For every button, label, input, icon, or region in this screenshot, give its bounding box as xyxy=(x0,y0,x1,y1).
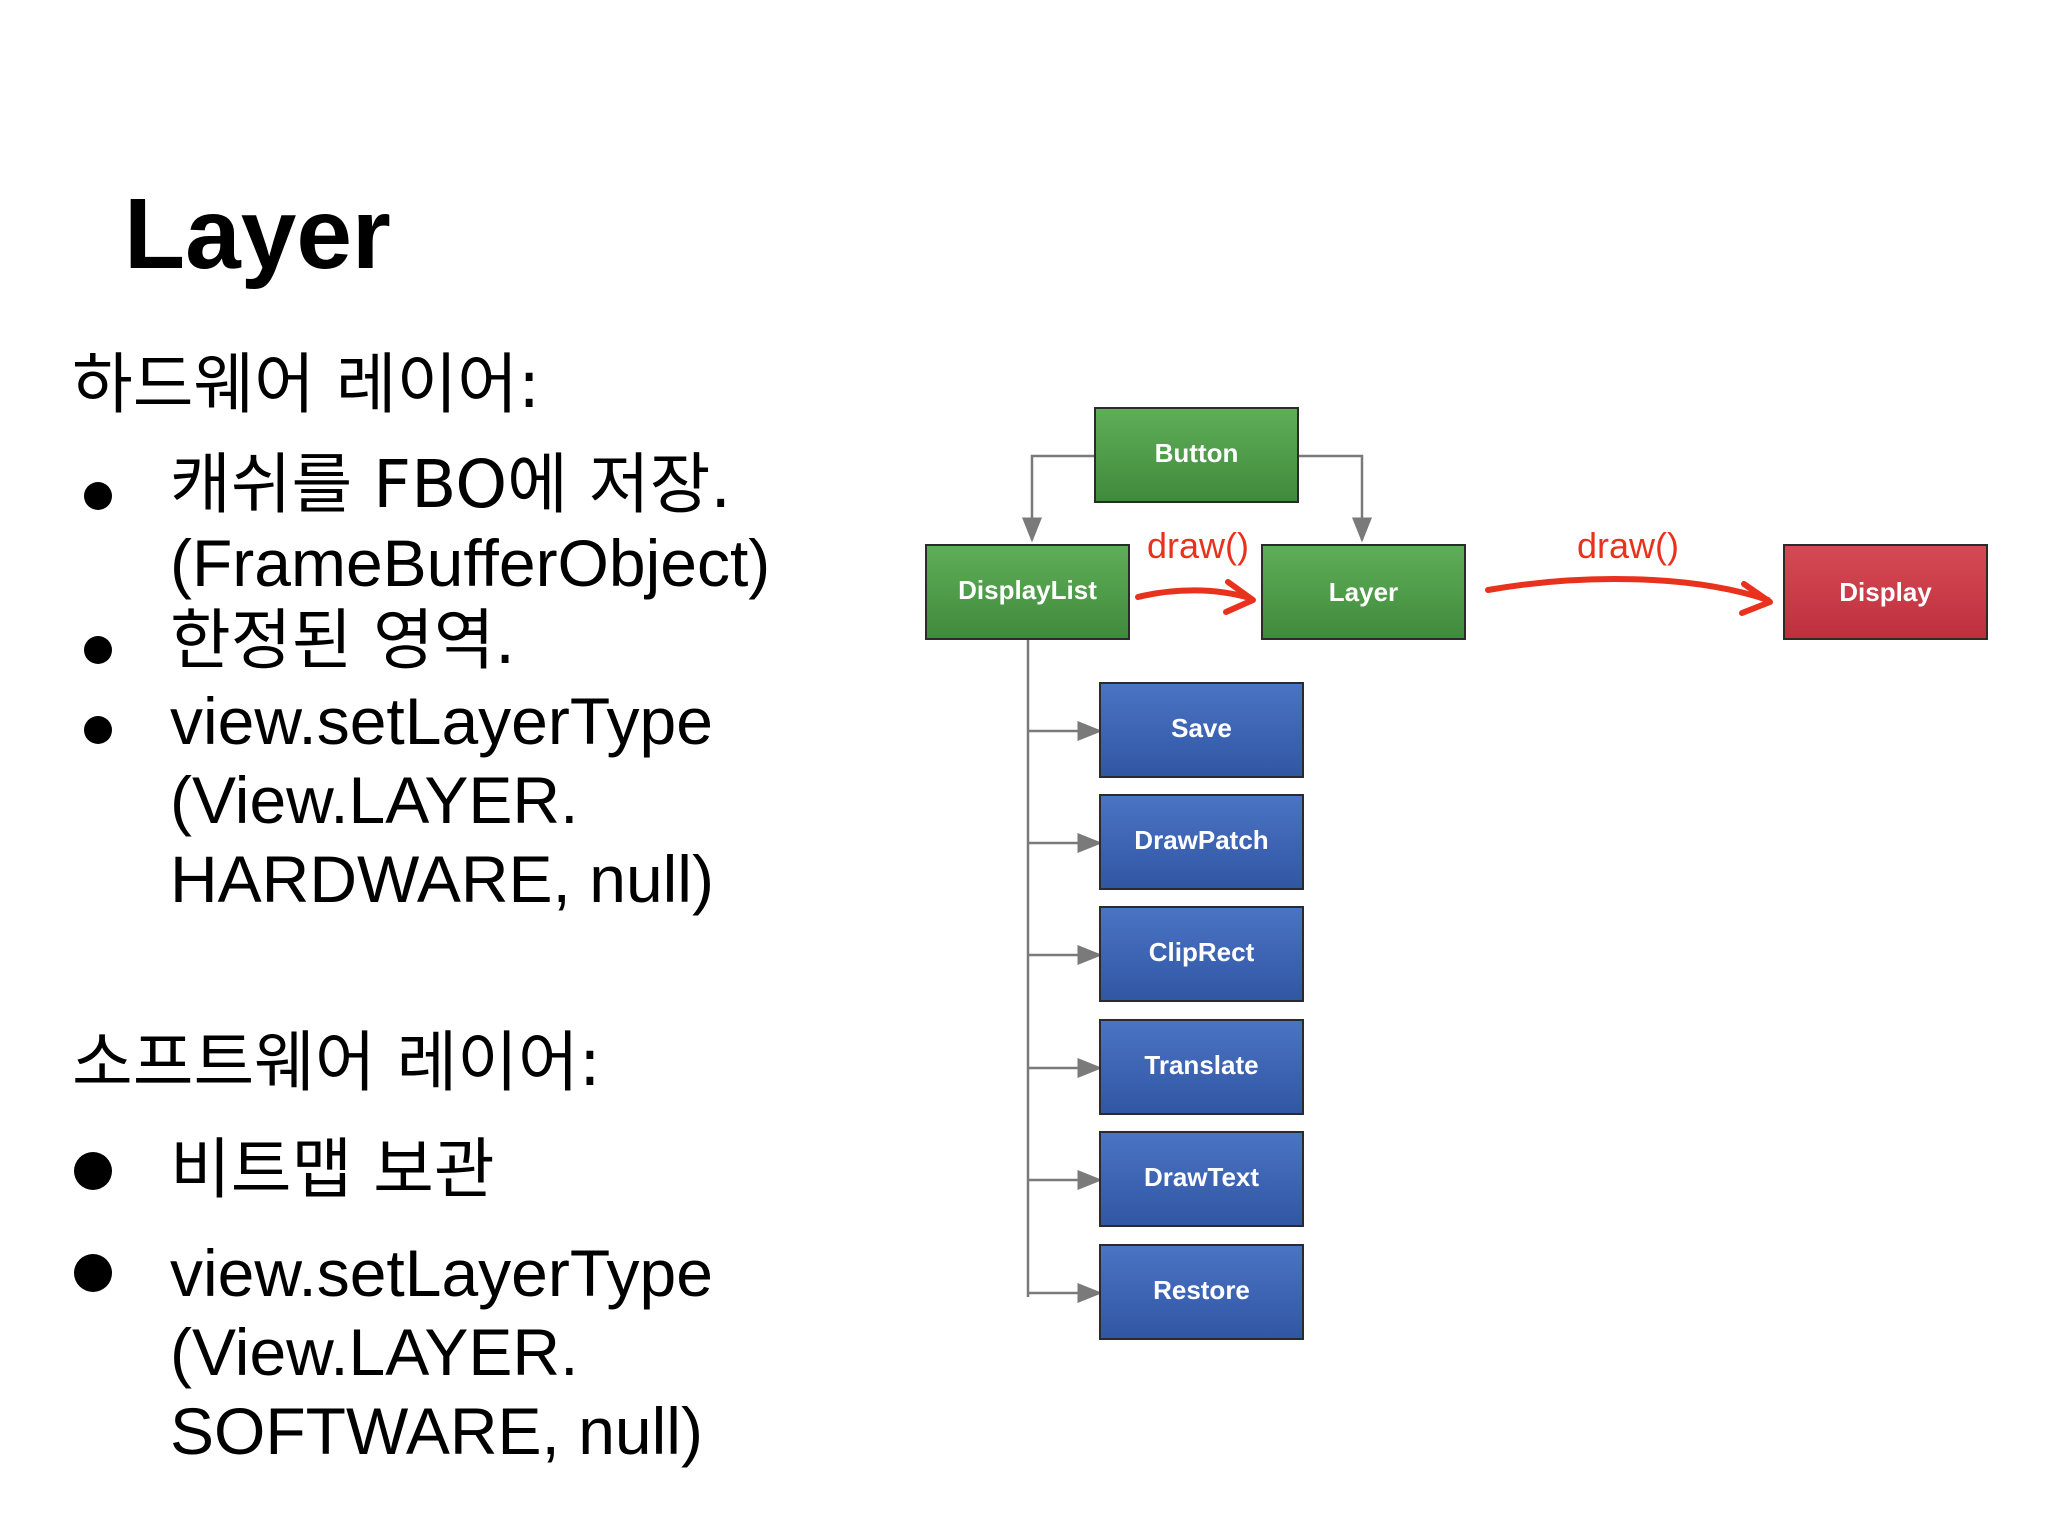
draw-arrow-to-display: draw() xyxy=(1485,525,1773,616)
op-node-label: DrawText xyxy=(1144,1162,1259,1192)
slide-title: Layer xyxy=(124,178,391,290)
bullet-line: view.setLayerType xyxy=(170,1236,713,1310)
software-bullet-2: view.setLayerType (View.LAYER. SOFTWARE,… xyxy=(170,1234,713,1471)
bullet-line: 한정된 영역. xyxy=(170,602,516,679)
op-node-drawpatch: DrawPatch xyxy=(1099,794,1304,890)
layer-node: Layer xyxy=(1261,544,1466,640)
bullet-line: 캐쉬를 FBO에 저장. xyxy=(170,446,732,523)
op-node-cliprect: ClipRect xyxy=(1099,906,1304,1002)
draw-label: draw() xyxy=(1147,525,1249,566)
software-heading: 소프트웨어 레이어: xyxy=(72,1024,601,1101)
layer-node-label: Layer xyxy=(1329,577,1398,607)
bullet-dot-icon xyxy=(74,1254,112,1292)
bullet-line: SOFTWARE, null) xyxy=(170,1394,703,1468)
bullet-line: (View.LAYER. xyxy=(170,763,579,837)
button-node: Button xyxy=(1094,407,1299,503)
bullet-line: HARDWARE, null) xyxy=(170,842,714,916)
op-node-label: Save xyxy=(1171,713,1232,743)
hardware-bullet-2: 한정된 영역. xyxy=(170,601,516,680)
op-node-translate: Translate xyxy=(1099,1019,1304,1115)
bullet-line: (View.LAYER. xyxy=(170,1315,579,1389)
op-node-save: Save xyxy=(1099,682,1304,778)
hardware-heading: 하드웨어 레이어: xyxy=(72,346,541,423)
bullet-line: (FrameBufferObject) xyxy=(170,526,771,600)
displaylist-node-label: DisplayList xyxy=(958,575,1097,605)
draw-arrow-to-layer: draw() xyxy=(1135,525,1256,615)
display-node-label: Display xyxy=(1839,577,1932,607)
display-node: Display xyxy=(1783,544,1988,640)
software-bullet-1: 비트맵 보관 xyxy=(170,1130,495,1209)
connector-button-to-displaylist xyxy=(1022,454,1095,543)
bullet-dot-icon xyxy=(84,636,112,664)
bullet-dot-icon xyxy=(84,482,112,510)
op-branches xyxy=(1028,721,1103,1303)
button-node-label: Button xyxy=(1155,438,1239,468)
op-node-restore: Restore xyxy=(1099,1244,1304,1340)
connector-button-to-layer xyxy=(1298,454,1372,543)
hardware-bullet-3: view.setLayerType (View.LAYER. HARDWARE,… xyxy=(170,682,714,919)
bullet-dot-icon xyxy=(84,716,112,744)
displaylist-node: DisplayList xyxy=(925,544,1130,640)
bullet-line: 비트맵 보관 xyxy=(170,1131,495,1208)
op-node-drawtext: DrawText xyxy=(1099,1131,1304,1227)
draw-label: draw() xyxy=(1577,525,1679,566)
op-node-label: Translate xyxy=(1144,1050,1258,1080)
bullet-line: view.setLayerType xyxy=(170,684,713,758)
op-node-label: Restore xyxy=(1153,1275,1250,1305)
hardware-bullet-1: 캐쉬를 FBO에 저장. (FrameBufferObject) xyxy=(170,445,770,603)
bullet-dot-icon xyxy=(74,1152,112,1190)
op-node-label: DrawPatch xyxy=(1134,825,1268,855)
op-node-label: ClipRect xyxy=(1149,937,1255,967)
